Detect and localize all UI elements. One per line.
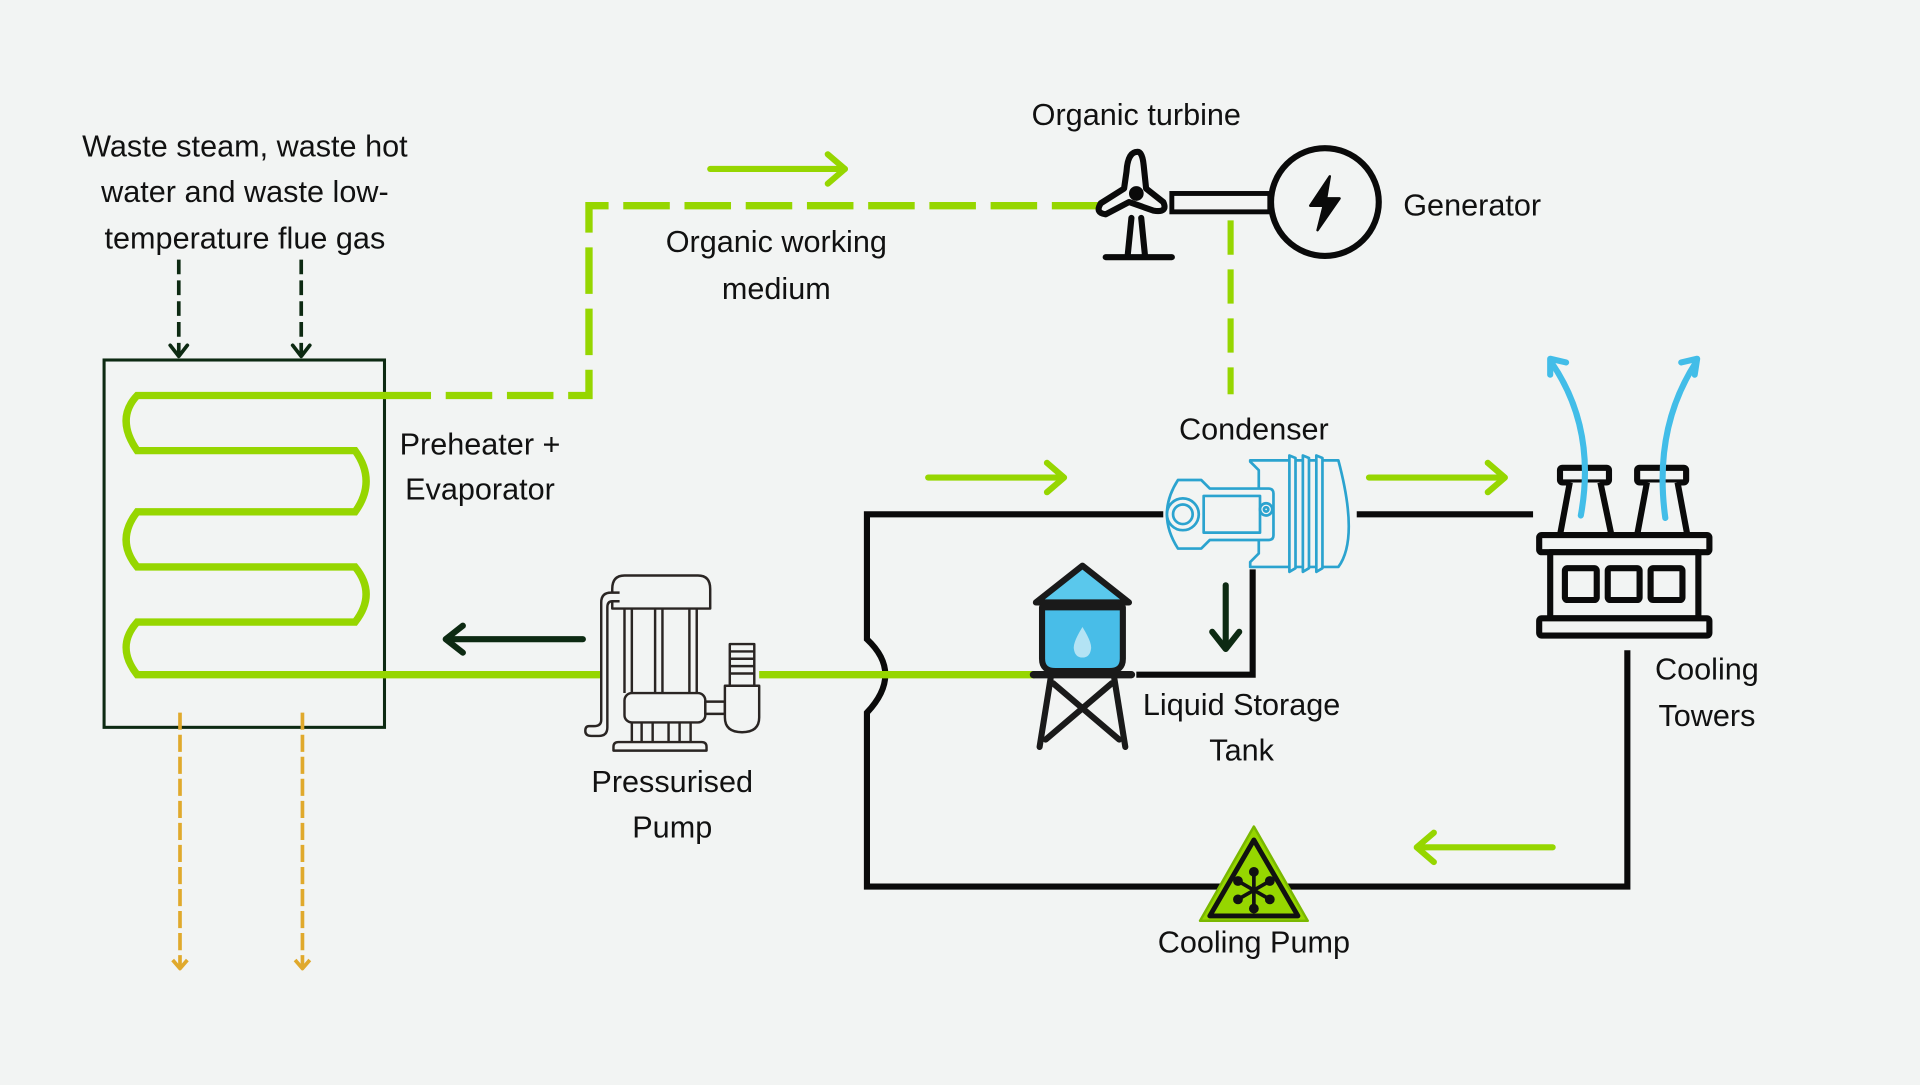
heat-source-line-3: temperature flue gas <box>105 222 386 256</box>
exhaust-arrows <box>171 712 312 971</box>
steam-arrow-left <box>1548 359 1588 519</box>
storage-tank-label-line-2: Tank <box>1209 733 1274 767</box>
evaporator-label: Preheater + Evaporator <box>400 427 561 506</box>
storage-tank-label-line-1: Liquid Storage <box>1143 688 1340 722</box>
cooling-towers-label-line-2: Towers <box>1658 699 1755 733</box>
cooling-loop <box>863 511 1631 890</box>
heat-source-line-1: Waste steam, waste hot <box>82 130 408 164</box>
heat-source-label: Waste steam, waste hot water and waste l… <box>82 130 408 256</box>
pump-to-evaporator-arrow <box>442 622 586 656</box>
cooling-towers-label-line-1: Cooling <box>1655 653 1759 687</box>
turbine-shaft <box>1169 191 1273 215</box>
storage-tank-label: Liquid Storage Tank <box>1143 688 1340 767</box>
exhaust-arrow-left <box>171 712 189 971</box>
pressurised-pump-label-line-1: Pressurised <box>591 765 753 799</box>
cooling-pump-label: Cooling Pump <box>1158 926 1350 960</box>
cooling-towers-label: Cooling Towers <box>1655 653 1759 734</box>
condenser-to-towers-arrow <box>1365 459 1508 496</box>
piston-icon <box>1165 454 1351 574</box>
condenser-inlet-arrow <box>925 459 1068 496</box>
steam-arrow-right <box>1659 359 1699 522</box>
pressurised-pump-label-line-2: Pump <box>632 811 712 845</box>
condenser-to-tank-arrow <box>1209 582 1243 653</box>
exhaust-arrow-right <box>293 712 312 971</box>
heat-input-arrow-right <box>290 259 312 359</box>
condenser-label: Condenser <box>1179 413 1329 447</box>
submersible-pump-icon <box>584 574 761 752</box>
working-medium-label: Organic working medium <box>666 225 887 306</box>
snowflake-icon <box>1233 866 1275 914</box>
snowflake-warning-icon <box>1198 825 1309 923</box>
working-medium-label-line-2: medium <box>722 272 831 306</box>
heat-input-arrow-left <box>168 259 190 359</box>
evaporator-label-line-1: Preheater + <box>400 427 561 461</box>
wind-turbine-icon <box>1095 148 1175 261</box>
evaporator-label-line-2: Evaporator <box>405 473 555 507</box>
factory-chimney-icon <box>1536 464 1713 639</box>
generator <box>1267 145 1382 259</box>
working-medium-label-line-1: Organic working <box>666 225 887 259</box>
lightning-bolt-icon <box>1308 175 1341 232</box>
heat-input-arrows <box>168 259 312 359</box>
generator-label: Generator <box>1403 189 1541 223</box>
water-tower-icon <box>1029 562 1136 750</box>
evaporator-coil <box>122 391 385 679</box>
pressurised-pump-label: Pressurised Pump <box>591 765 753 844</box>
evaporator-box <box>102 358 387 729</box>
turbine-label: Organic turbine <box>1032 98 1241 132</box>
cooling-return-arrow <box>1413 829 1556 866</box>
vapor-line <box>384 202 1103 400</box>
steam-arrows <box>1547 355 1701 522</box>
heat-source-line-2: water and waste low- <box>100 175 389 209</box>
vapor-flow-arrow <box>707 151 848 187</box>
